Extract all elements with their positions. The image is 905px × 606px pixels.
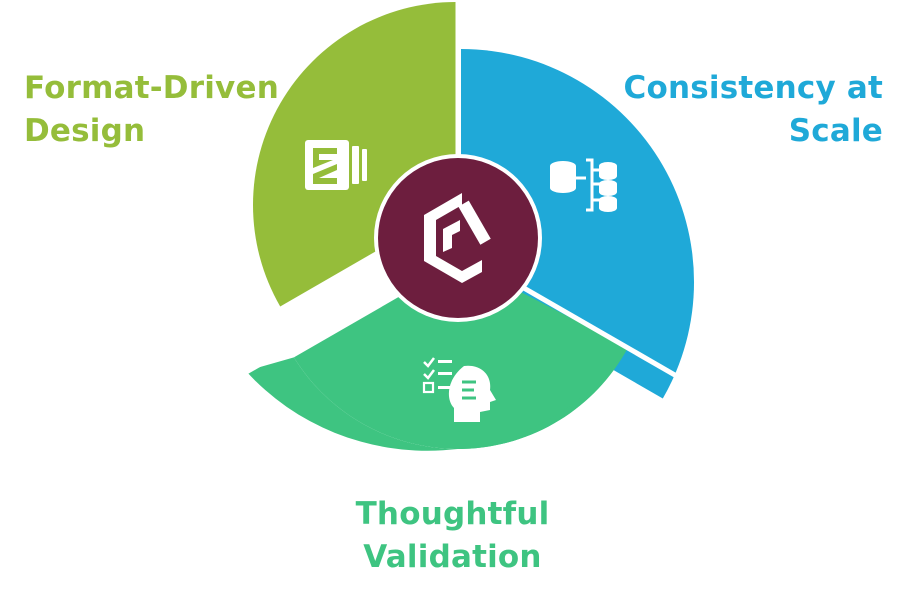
database-hierarchy-icon bbox=[550, 158, 617, 212]
label-line: Consistency at bbox=[623, 70, 883, 106]
validation-segment-outer bbox=[246, 347, 628, 451]
document-format-icon bbox=[305, 140, 367, 190]
thoughtful-validation-label: Thoughtful Validation bbox=[0, 493, 905, 579]
validation-segment bbox=[293, 261, 628, 449]
label-line: Design bbox=[24, 113, 146, 149]
format-driven-design-label: Format-Driven Design bbox=[24, 67, 279, 153]
label-line: Thoughtful bbox=[355, 496, 550, 532]
label-line: Scale bbox=[788, 113, 883, 149]
label-line: Format-Driven bbox=[24, 70, 279, 106]
consistency-at-scale-label: Consistency at Scale bbox=[624, 67, 883, 153]
label-line: Validation bbox=[363, 539, 542, 575]
ci-logo-icon bbox=[424, 193, 491, 283]
checklist-thinking-head-icon bbox=[422, 357, 496, 422]
center-badge bbox=[378, 158, 538, 318]
